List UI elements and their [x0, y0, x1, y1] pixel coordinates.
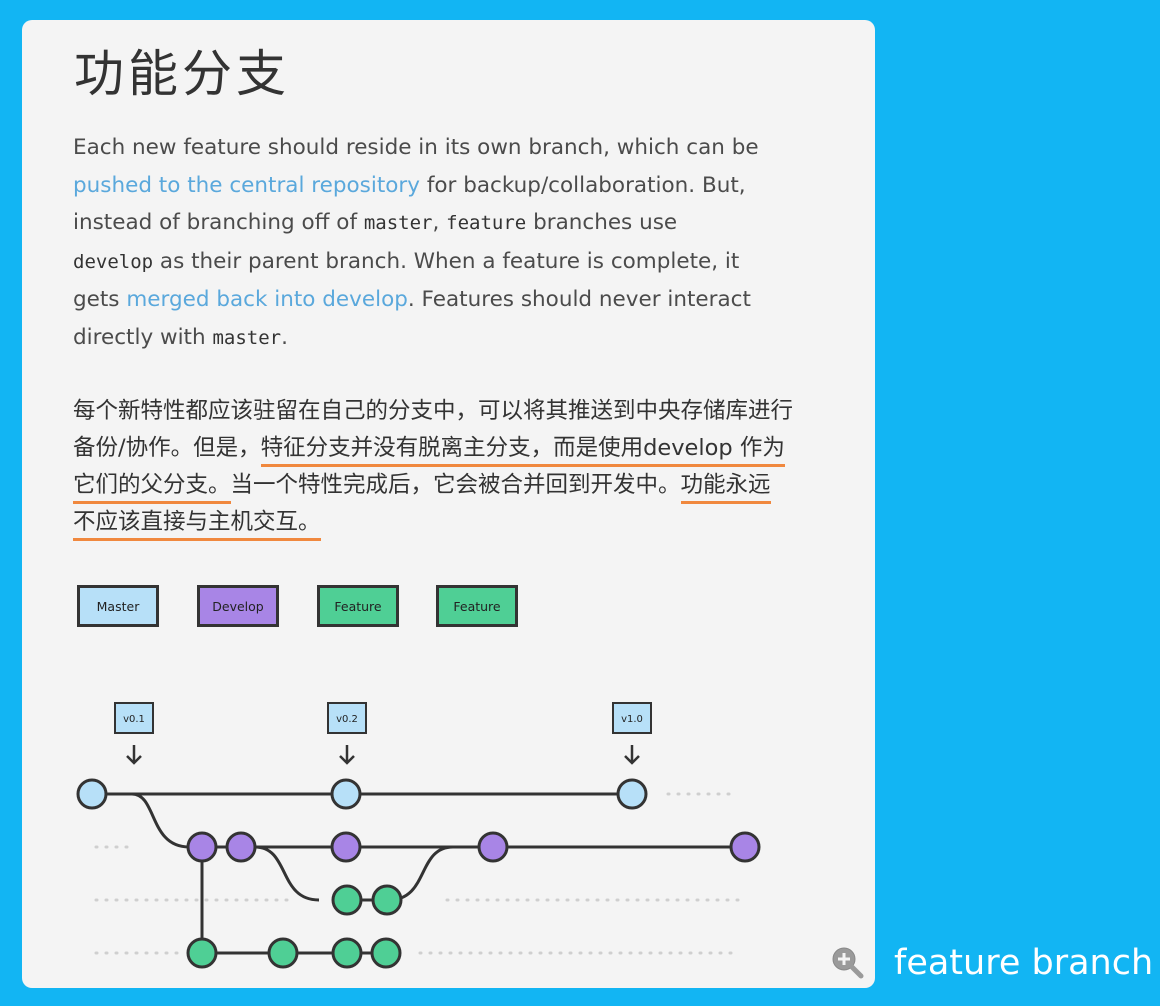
master-commit [330, 778, 362, 810]
text-segment: branches use [526, 210, 678, 235]
chinese-paragraph: 每个新特性都应该驻留在自己的分支中，可以将其推送到中央存储库进行备份/协作。但是… [73, 393, 793, 541]
arrow-down-icon [126, 745, 142, 765]
develop-to-feature-curve [254, 845, 320, 902]
develop-commit [729, 831, 761, 863]
tag-v02: v0.2 [327, 702, 367, 765]
master-commit [76, 778, 108, 810]
text-segment: . [281, 324, 288, 350]
link-merged-back[interactable]: merged back into develop [126, 287, 408, 312]
text-segment: 当一个特性完成后，它会被合并回到开发中。 [230, 472, 681, 498]
text-segment: Each new feature should reside in its ow… [73, 135, 759, 160]
tag-label: v0.2 [336, 714, 358, 725]
zoom-in-icon[interactable] [830, 945, 864, 979]
feature-nodes [186, 884, 403, 969]
code-feature: feature [446, 212, 527, 234]
legend-master: Master [77, 585, 159, 627]
tag-v10: v1.0 [612, 702, 652, 765]
arrow-down-icon [624, 745, 640, 765]
tag-label: v1.0 [621, 714, 643, 725]
article-card: 功能分支 Each new feature should reside in i… [22, 20, 875, 988]
dotted-guides [94, 792, 740, 955]
highlighted-text: 特征分支并没有脱离主分支，而是使用develop 作为它们的父分支。 [73, 435, 785, 504]
master-to-develop-curve [92, 792, 190, 849]
tag-label: v0.1 [123, 714, 145, 725]
branch-lines [92, 792, 745, 955]
text-segment: as their parent branch. When a feature i… [73, 248, 740, 313]
master-nodes [76, 778, 648, 810]
highlighted-text-2: 功能永远不应该直接与主机交互。 [73, 472, 771, 541]
feature-commit [267, 937, 299, 969]
text-segment: 每个新特性都应该驻留在自己的分支中，可以将其推送到中央存储库进行备份/协作。但是… [73, 398, 794, 461]
text-segment: . Features should never interact directl… [73, 287, 751, 350]
text-segment: , [432, 210, 447, 235]
feature-commit [331, 884, 363, 916]
branch-diagram: v0.1 v0.2 v1.0 [76, 702, 761, 969]
develop-commit [477, 831, 509, 863]
develop-commit [225, 831, 257, 863]
legend-feature-2: Feature [436, 585, 518, 627]
code-develop: develop [73, 250, 154, 273]
develop-commit [330, 831, 362, 863]
caption-label: feature branch [894, 943, 1154, 983]
english-paragraph: Each new feature should reside in its ow… [73, 129, 773, 357]
tag-v01: v0.1 [114, 702, 154, 765]
legend-develop: Develop [197, 585, 279, 627]
feature-commit [371, 884, 403, 916]
page-title: 功能分支 [74, 45, 290, 103]
arrow-down-icon [339, 745, 355, 765]
develop-commit [186, 831, 218, 863]
code-master: master [363, 212, 433, 234]
feature-commit [186, 937, 218, 969]
legend-feature: Feature [317, 585, 399, 627]
feature-commit [370, 937, 402, 969]
master-commit [616, 778, 648, 810]
develop-nodes [186, 831, 761, 863]
feature-commit [331, 937, 363, 969]
text-segment: for backup/collaboration. But, instead o… [73, 172, 746, 236]
code-master-2: master [212, 326, 282, 349]
link-central-repository[interactable]: pushed to the central repository [73, 172, 420, 198]
